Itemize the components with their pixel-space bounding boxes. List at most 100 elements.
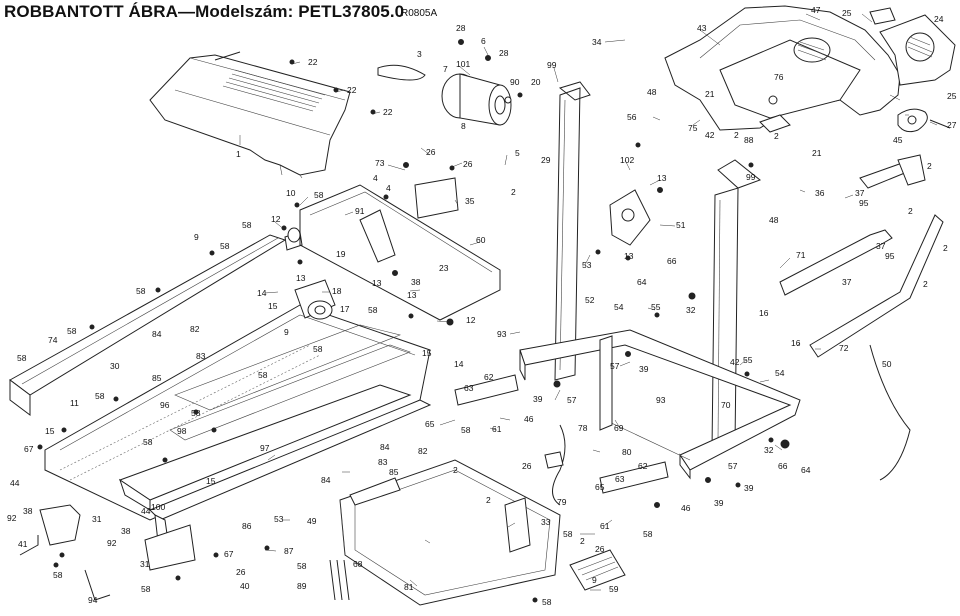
callout: 58 bbox=[17, 353, 27, 363]
callout: 102 bbox=[620, 155, 634, 165]
callout: 58 bbox=[368, 305, 378, 315]
callout: 11 bbox=[70, 398, 79, 408]
callout: 58 bbox=[220, 241, 230, 251]
callout: 89 bbox=[297, 581, 307, 591]
callout: 90 bbox=[510, 77, 520, 87]
callout: 84 bbox=[321, 475, 331, 485]
callout: 58 bbox=[643, 529, 653, 539]
base-pan bbox=[339, 459, 561, 606]
callout: 85 bbox=[389, 467, 399, 477]
callout: 57 bbox=[610, 361, 620, 371]
callout: 21 bbox=[812, 148, 822, 158]
callout: 7 bbox=[443, 64, 448, 74]
callout: 12 bbox=[466, 315, 476, 325]
callout: 51 bbox=[676, 220, 686, 230]
fan-housing bbox=[869, 7, 956, 86]
callout: 22 bbox=[308, 57, 318, 67]
callout: 15 bbox=[45, 426, 55, 436]
callout: 69 bbox=[614, 423, 624, 433]
callout: 4 bbox=[386, 183, 391, 193]
callout: 46 bbox=[524, 414, 534, 424]
callout: 37 bbox=[855, 188, 865, 198]
upright-base-frame bbox=[519, 329, 801, 480]
callout: 66 bbox=[778, 461, 788, 471]
callout: 40 bbox=[240, 581, 250, 591]
callout: 70 bbox=[721, 400, 731, 410]
callout: 44 bbox=[10, 478, 20, 488]
callout: 4 bbox=[373, 173, 378, 183]
callout: 26 bbox=[522, 461, 532, 471]
callout: 46 bbox=[681, 503, 691, 513]
callout: 23 bbox=[439, 263, 449, 273]
callout: 12 bbox=[271, 214, 281, 224]
left-upright bbox=[554, 81, 591, 381]
callout: 2 bbox=[734, 130, 739, 140]
callout: 47 bbox=[811, 5, 821, 15]
callout: 100 bbox=[151, 502, 165, 512]
callout: 39 bbox=[714, 498, 724, 508]
callout: 60 bbox=[476, 235, 486, 245]
callout: 82 bbox=[190, 324, 200, 334]
callout: 99 bbox=[746, 172, 756, 182]
callout: 1 bbox=[236, 149, 241, 159]
callout: 58 bbox=[563, 529, 573, 539]
callout: 92 bbox=[7, 513, 17, 523]
callout: 35 bbox=[465, 196, 475, 206]
callout: 58 bbox=[95, 391, 105, 401]
callout: 58 bbox=[242, 220, 252, 230]
callout: 32 bbox=[764, 445, 774, 455]
callout: 16 bbox=[759, 308, 769, 318]
callout: 2 bbox=[486, 495, 491, 505]
callout: 59 bbox=[609, 584, 619, 594]
callout: 39 bbox=[744, 483, 754, 493]
callout: 33 bbox=[541, 517, 551, 527]
callout: 28 bbox=[456, 23, 466, 33]
callout: 64 bbox=[801, 465, 811, 475]
callout: 21 bbox=[705, 89, 715, 99]
callout: 2 bbox=[923, 279, 928, 289]
part-callouts: 22 22 22 1 3 7 101 28 6 28 99 90 20 8 34… bbox=[7, 5, 957, 607]
right-upright bbox=[711, 159, 762, 451]
callout: 26 bbox=[236, 567, 246, 577]
callout: 58 bbox=[136, 286, 146, 296]
motor-hood bbox=[149, 54, 351, 179]
callout: 25 bbox=[842, 8, 852, 18]
motor-frame bbox=[299, 177, 501, 321]
callout: 26 bbox=[595, 544, 605, 554]
callout: 6 bbox=[481, 36, 486, 46]
fasteners bbox=[37, 39, 790, 603]
callout: 54 bbox=[614, 302, 624, 312]
callout: 17 bbox=[340, 304, 350, 314]
callout: 80 bbox=[622, 447, 632, 457]
callout: 8 bbox=[461, 121, 466, 131]
handrail-left bbox=[779, 154, 926, 296]
callout: 76 bbox=[774, 72, 784, 82]
callout: 91 bbox=[355, 206, 365, 216]
callout: 63 bbox=[615, 474, 625, 484]
rear-stabilizer-leg bbox=[214, 51, 241, 61]
callout: 15 bbox=[422, 348, 432, 358]
callout: 74 bbox=[48, 335, 58, 345]
callout: 18 bbox=[332, 286, 342, 296]
upright-crossbar bbox=[454, 374, 669, 494]
callout: 52 bbox=[585, 295, 595, 305]
callout: 42 bbox=[730, 357, 740, 367]
leader-lines bbox=[239, 13, 938, 591]
handrail-right bbox=[809, 214, 944, 358]
callout: 62 bbox=[638, 461, 648, 471]
power-cord bbox=[544, 424, 566, 506]
callout: 57 bbox=[728, 461, 738, 471]
callout: 2 bbox=[511, 187, 516, 197]
callout: 2 bbox=[908, 206, 913, 216]
callout: 95 bbox=[885, 251, 895, 261]
drive-belt bbox=[377, 64, 426, 81]
callout: 92 bbox=[107, 538, 117, 548]
callout: 9 bbox=[194, 232, 199, 242]
callout: 29 bbox=[541, 155, 551, 165]
callout: 31 bbox=[92, 514, 102, 524]
callout: 75 bbox=[688, 123, 698, 133]
callout: 48 bbox=[647, 87, 657, 97]
callout: 25 bbox=[947, 91, 957, 101]
